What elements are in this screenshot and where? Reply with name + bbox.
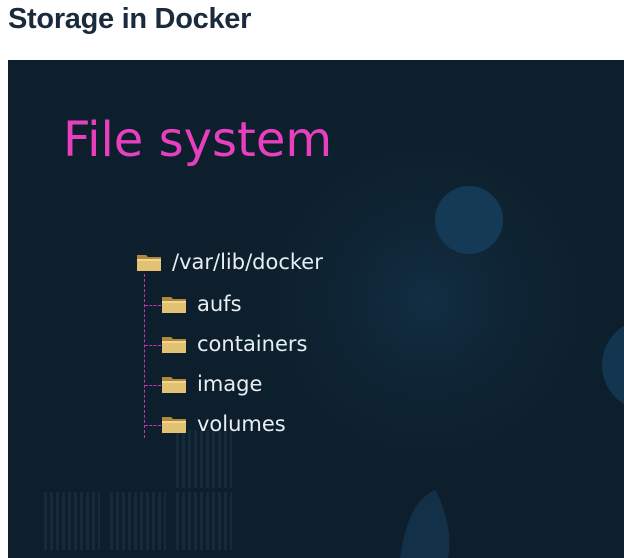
page-title: Storage in Docker — [8, 3, 252, 35]
tree-branch — [145, 345, 161, 346]
tree-branch — [145, 385, 161, 386]
folder-icon — [162, 417, 186, 433]
folder-tree: /var/lib/docker aufs containers — [8, 60, 624, 558]
slide-image: File system /var/lib/docker aufs — [8, 60, 624, 558]
decorative-circle-edge — [602, 325, 624, 405]
tree-node-label: containers — [197, 332, 308, 356]
folder-icon — [162, 297, 186, 313]
tree-branch — [145, 305, 161, 306]
decorative-shape — [400, 490, 450, 558]
tree-node-label: image — [197, 372, 263, 396]
tree-node-label: volumes — [197, 412, 286, 436]
tree-connector — [144, 274, 145, 438]
tree-node-child: aufs — [161, 292, 242, 316]
tree-node-child: containers — [161, 332, 307, 356]
tree-node-root: /var/lib/docker — [136, 250, 323, 274]
tree-node-label: aufs — [197, 292, 242, 316]
slide-title: File system — [63, 112, 333, 168]
folder-icon — [162, 377, 186, 393]
tree-node-child: volumes — [161, 412, 286, 436]
decorative-circle — [435, 186, 503, 254]
tree-node-child: image — [161, 372, 262, 396]
decorative-containers — [42, 430, 232, 550]
tree-branch — [145, 425, 161, 426]
folder-icon — [137, 255, 161, 271]
folder-icon — [162, 337, 186, 353]
slide-background — [8, 60, 624, 558]
tree-node-label: /var/lib/docker — [172, 250, 323, 274]
